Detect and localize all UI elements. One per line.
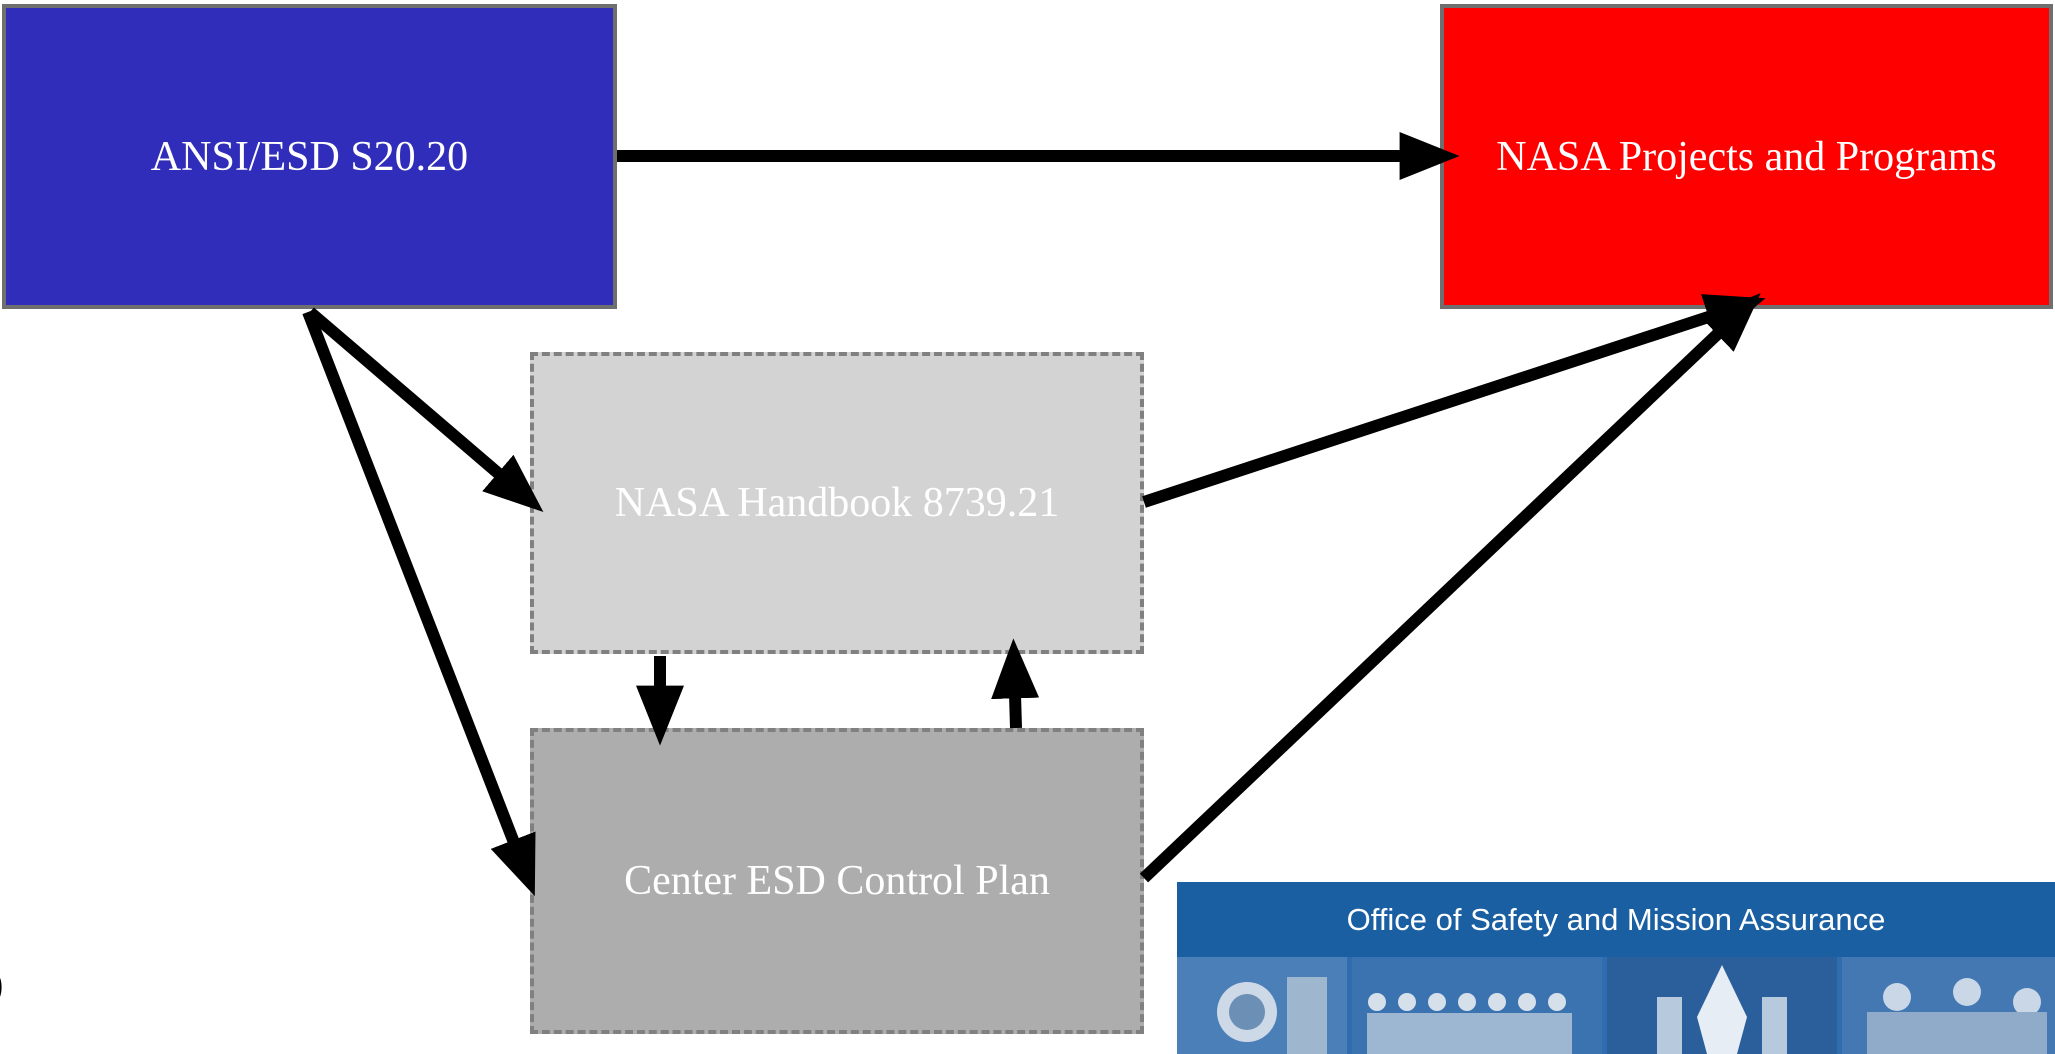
nasa-handbook-node: NASA Handbook 8739.21	[530, 352, 1144, 654]
osma-photo-strip	[1177, 957, 2055, 1054]
nasa-handbook-label: NASA Handbook 8739.21	[614, 480, 1060, 526]
ansi-esd-node: ANSI/ESD S20.20	[2, 4, 617, 309]
osma-banner: Office of Safety and Mission Assurance	[1177, 882, 2055, 1054]
astronaut-photo-icon	[1177, 957, 1347, 1054]
edge-text-fragment: )	[0, 960, 3, 1007]
arrow-center-plan-to-nasa	[1139, 293, 1761, 883]
arrow-ansi-to-handbook	[306, 307, 544, 513]
crew-photo-icon	[1352, 957, 1602, 1054]
arrow-ansi-to-center-plan	[302, 309, 536, 897]
nasa-projects-label: NASA Projects and Programs	[1496, 133, 1997, 180]
arrow-handbook-to-nasa	[1142, 294, 1766, 508]
shuttle-photo-icon	[1607, 957, 1837, 1054]
osma-banner-title: Office of Safety and Mission Assurance	[1346, 902, 1886, 937]
ansi-esd-label: ANSI/ESD S20.20	[150, 133, 469, 180]
center-esd-plan-label: Center ESD Control Plan	[624, 858, 1050, 904]
workers-photo-icon	[1842, 957, 2055, 1054]
arrow-center-plan-to-handbook	[991, 638, 1040, 729]
